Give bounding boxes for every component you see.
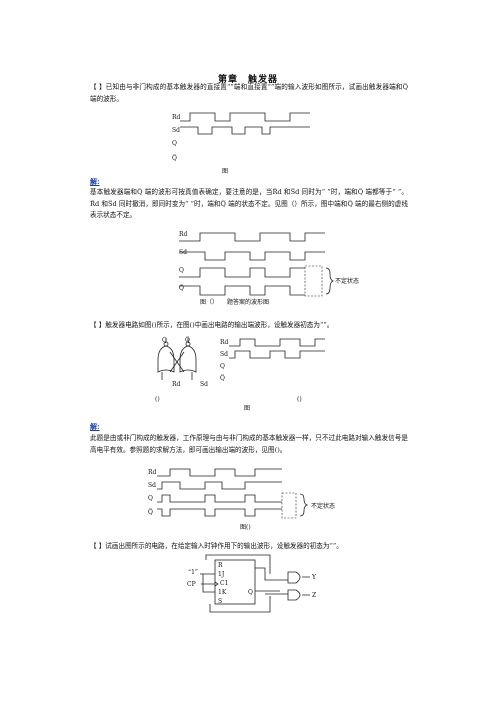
fig1-sd-wave [180, 126, 310, 135]
ans2-uncertain-label: 不定状态 [311, 502, 335, 510]
fig3-feedback-wires [205, 554, 271, 613]
ans1-qbar-wave [179, 285, 305, 296]
ans2-label-q: Q [148, 495, 153, 502]
ans1-uncertain-box [304, 265, 323, 297]
fig3-output-wires [255, 567, 288, 595]
pin-c1: C1 [220, 580, 228, 587]
fig2-label-sd: Sd [220, 351, 228, 358]
fig2-sd-wave [229, 350, 325, 359]
ans2-label-qbar: Q̅ [148, 508, 153, 516]
pin-r: R [218, 562, 223, 569]
solution-1-label: 解: [90, 177, 100, 186]
ans2-rd-wave [157, 468, 282, 477]
problem-2-text: 【 】触发器电路如图()所示，在图()中画出电路的输出端波形，设触发器初态为“”… [90, 321, 334, 329]
fig1-label-qbar: Q̅ [172, 154, 177, 162]
ans2-sd-wave [157, 481, 282, 490]
fig2-label-rd: Rd [220, 339, 229, 346]
ans2-uncertain-box [281, 492, 297, 519]
ans1-q-wave [179, 267, 305, 278]
input-one: “1” [188, 569, 198, 576]
fig1-label-sd: Sd [172, 127, 180, 134]
ans1-brace [325, 267, 335, 295]
fig1-label-rd: Rd [172, 114, 181, 121]
ans2-caption: 图() [240, 524, 251, 531]
fig1-caption: 图 [222, 168, 229, 175]
ans1-sd-wave [179, 251, 325, 261]
problem-1-text: 【 】已知由与非门构成的基本触发器的直接置“”端和直接置“”端的输入波形如图所示… [90, 83, 408, 103]
fig2-gate-qbar: Q̅ [185, 336, 190, 344]
fig1-rd-wave [180, 112, 310, 122]
fig2-gate-q: Q [162, 337, 167, 344]
pin-1k: 1K [218, 589, 227, 596]
ans2-label-rd: Rd [148, 469, 157, 476]
fig2-sub-a: () [155, 396, 160, 403]
fig2-sub-b: () [297, 396, 302, 403]
ans1-label-sd: Sd [179, 249, 187, 256]
ans2-q-wave [157, 494, 282, 503]
fig2-gate-sd: Sd [200, 381, 208, 388]
ans1-uncertain-label: 不定状态 [335, 277, 359, 285]
fig2-gate-rd: Rd [172, 381, 181, 388]
clock-triangle [214, 581, 219, 587]
fig1-label-q: Q [172, 140, 177, 147]
fig2-label-qbar: Q̅ [220, 374, 225, 382]
fig2-label-q: Q [220, 363, 225, 370]
ans1-label-qbar: Q̅ [179, 284, 184, 292]
ans1-rd-wave [179, 232, 325, 242]
pin-s: S [218, 598, 222, 605]
chapter-title: 第章 触发器 [217, 75, 278, 85]
fig2-rd-wave [229, 338, 325, 347]
pin-1j: 1J [218, 571, 225, 578]
ans1-label-q: Q [179, 267, 184, 274]
solution-2-label: 解: [90, 422, 100, 431]
and-gate-y [287, 571, 301, 584]
fig2-caption: 图 [244, 405, 251, 412]
fig3-gate-outputs [302, 576, 310, 596]
fig2-cross-wire-2 [169, 351, 185, 373]
fig3-input-wires [200, 573, 215, 593]
input-cp: CP [187, 581, 196, 588]
ans1-label-rd: Rd [179, 231, 188, 238]
ans2-qbar-wave [157, 508, 282, 517]
ans2-brace [299, 493, 309, 517]
ans1-caption: 图（） 题答案的波形图 [200, 299, 270, 306]
pin-q: Q [248, 589, 253, 596]
solution-2-text: 此题是由或非门构成的触发器，工作原理与由与非门构成的基本触发器一样，只不过此电路… [90, 434, 408, 454]
problem-3-text: 【 】试画出图所示的电路，在给定输入时钟作用下的输出波形，设触发器的初态为“”。 [90, 542, 343, 550]
output-y: Y [311, 574, 317, 581]
solution-1-text: 基本触发器端和Q̅ 端的波形可按真值表确定，要注意的是，当R̅d 和S̅d 同时… [90, 188, 408, 219]
and-gate-z [287, 589, 301, 601]
output-z: Z [312, 592, 316, 599]
ans2-label-sd: Sd [148, 482, 156, 489]
